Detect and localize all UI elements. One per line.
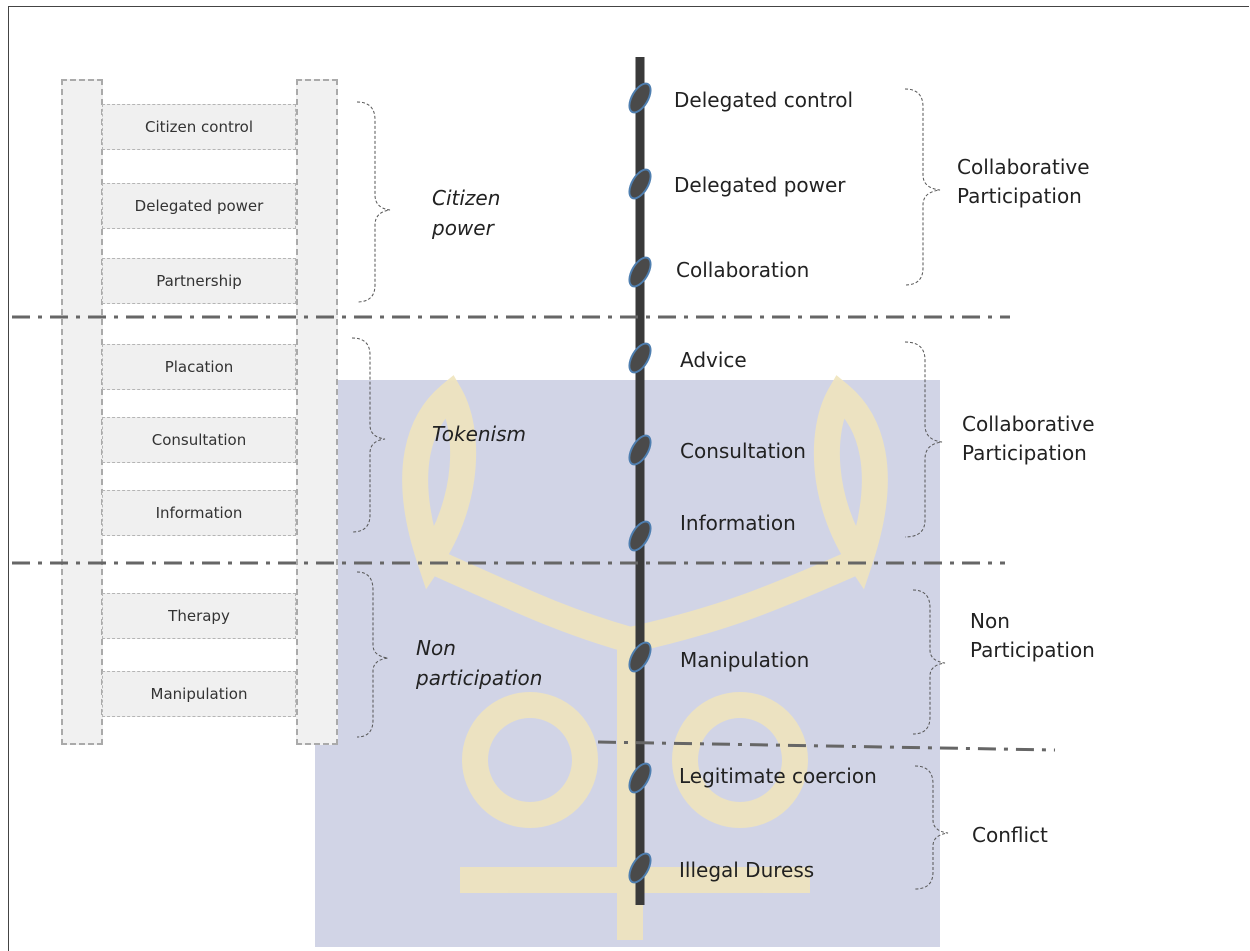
spine-level-label: Legitimate coercion — [679, 764, 877, 788]
ladder-rung: Delegated power — [102, 183, 296, 229]
rung-label: Information — [155, 504, 243, 522]
ladder-group-label: Non participation — [416, 633, 542, 693]
ladder-rung: Citizen control — [102, 104, 296, 150]
group-line: Collaborative — [962, 412, 1095, 436]
spine-level-label: Illegal Duress — [679, 858, 815, 882]
spine-group-label: Collaborative Participation — [962, 410, 1095, 468]
spine-level-label: Information — [680, 511, 796, 535]
ladder-rung: Consultation — [102, 417, 296, 463]
spine-group-label: Non Participation — [970, 607, 1095, 665]
spine-group-label: Collaborative Participation — [957, 153, 1090, 211]
group-line: Collaborative — [957, 155, 1090, 179]
ladder-brace — [356, 571, 389, 738]
group-line: Non — [970, 609, 1010, 633]
ladder-group-label: Tokenism — [432, 419, 526, 449]
spine-level-label: Collaboration — [676, 258, 810, 282]
spine-level-label: Advice — [680, 348, 747, 372]
rung-label: Manipulation — [150, 685, 248, 703]
divider-line — [597, 740, 1056, 752]
group-line: Participation — [957, 184, 1082, 208]
figure-frame — [8, 6, 1249, 951]
ladder-brace — [351, 337, 386, 533]
spine-brace — [904, 341, 943, 538]
ladder-rung: Therapy — [102, 593, 296, 639]
spine-level-label: Delegated control — [674, 88, 854, 112]
spine-brace — [904, 88, 941, 286]
ladder-brace — [356, 101, 391, 303]
ladder-rung: Information — [102, 490, 296, 536]
ladder-rung: Placation — [102, 344, 296, 390]
ladder-right-rail — [296, 79, 338, 745]
ladder-left-rail — [61, 79, 103, 745]
spine-group-label: Conflict — [972, 821, 1048, 850]
spine-level-label: Delegated power — [674, 173, 846, 197]
group-line: Non — [416, 636, 456, 660]
group-line: Conflict — [972, 823, 1048, 847]
group-line: Citizen — [432, 186, 501, 210]
group-line: Tokenism — [432, 422, 527, 446]
rung-label: Delegated power — [134, 197, 264, 215]
rung-label: Therapy — [168, 607, 230, 625]
spine-brace — [912, 589, 946, 735]
rung-label: Partnership — [156, 272, 242, 290]
ladder-rung: Manipulation — [102, 671, 296, 717]
group-line: Participation — [970, 638, 1095, 662]
group-line: Participation — [962, 441, 1087, 465]
spine-level-label: Consultation — [680, 439, 806, 463]
ladder-group-label: Citizen power — [432, 183, 500, 243]
rung-label: Consultation — [151, 431, 247, 449]
spine-brace — [914, 765, 949, 890]
group-line: power — [432, 216, 494, 240]
ladder-rung: Partnership — [102, 258, 296, 304]
rung-label: Citizen control — [144, 118, 254, 136]
rung-label: Placation — [164, 358, 234, 376]
spine-level-label: Manipulation — [680, 648, 810, 672]
group-line: participation — [416, 666, 543, 690]
